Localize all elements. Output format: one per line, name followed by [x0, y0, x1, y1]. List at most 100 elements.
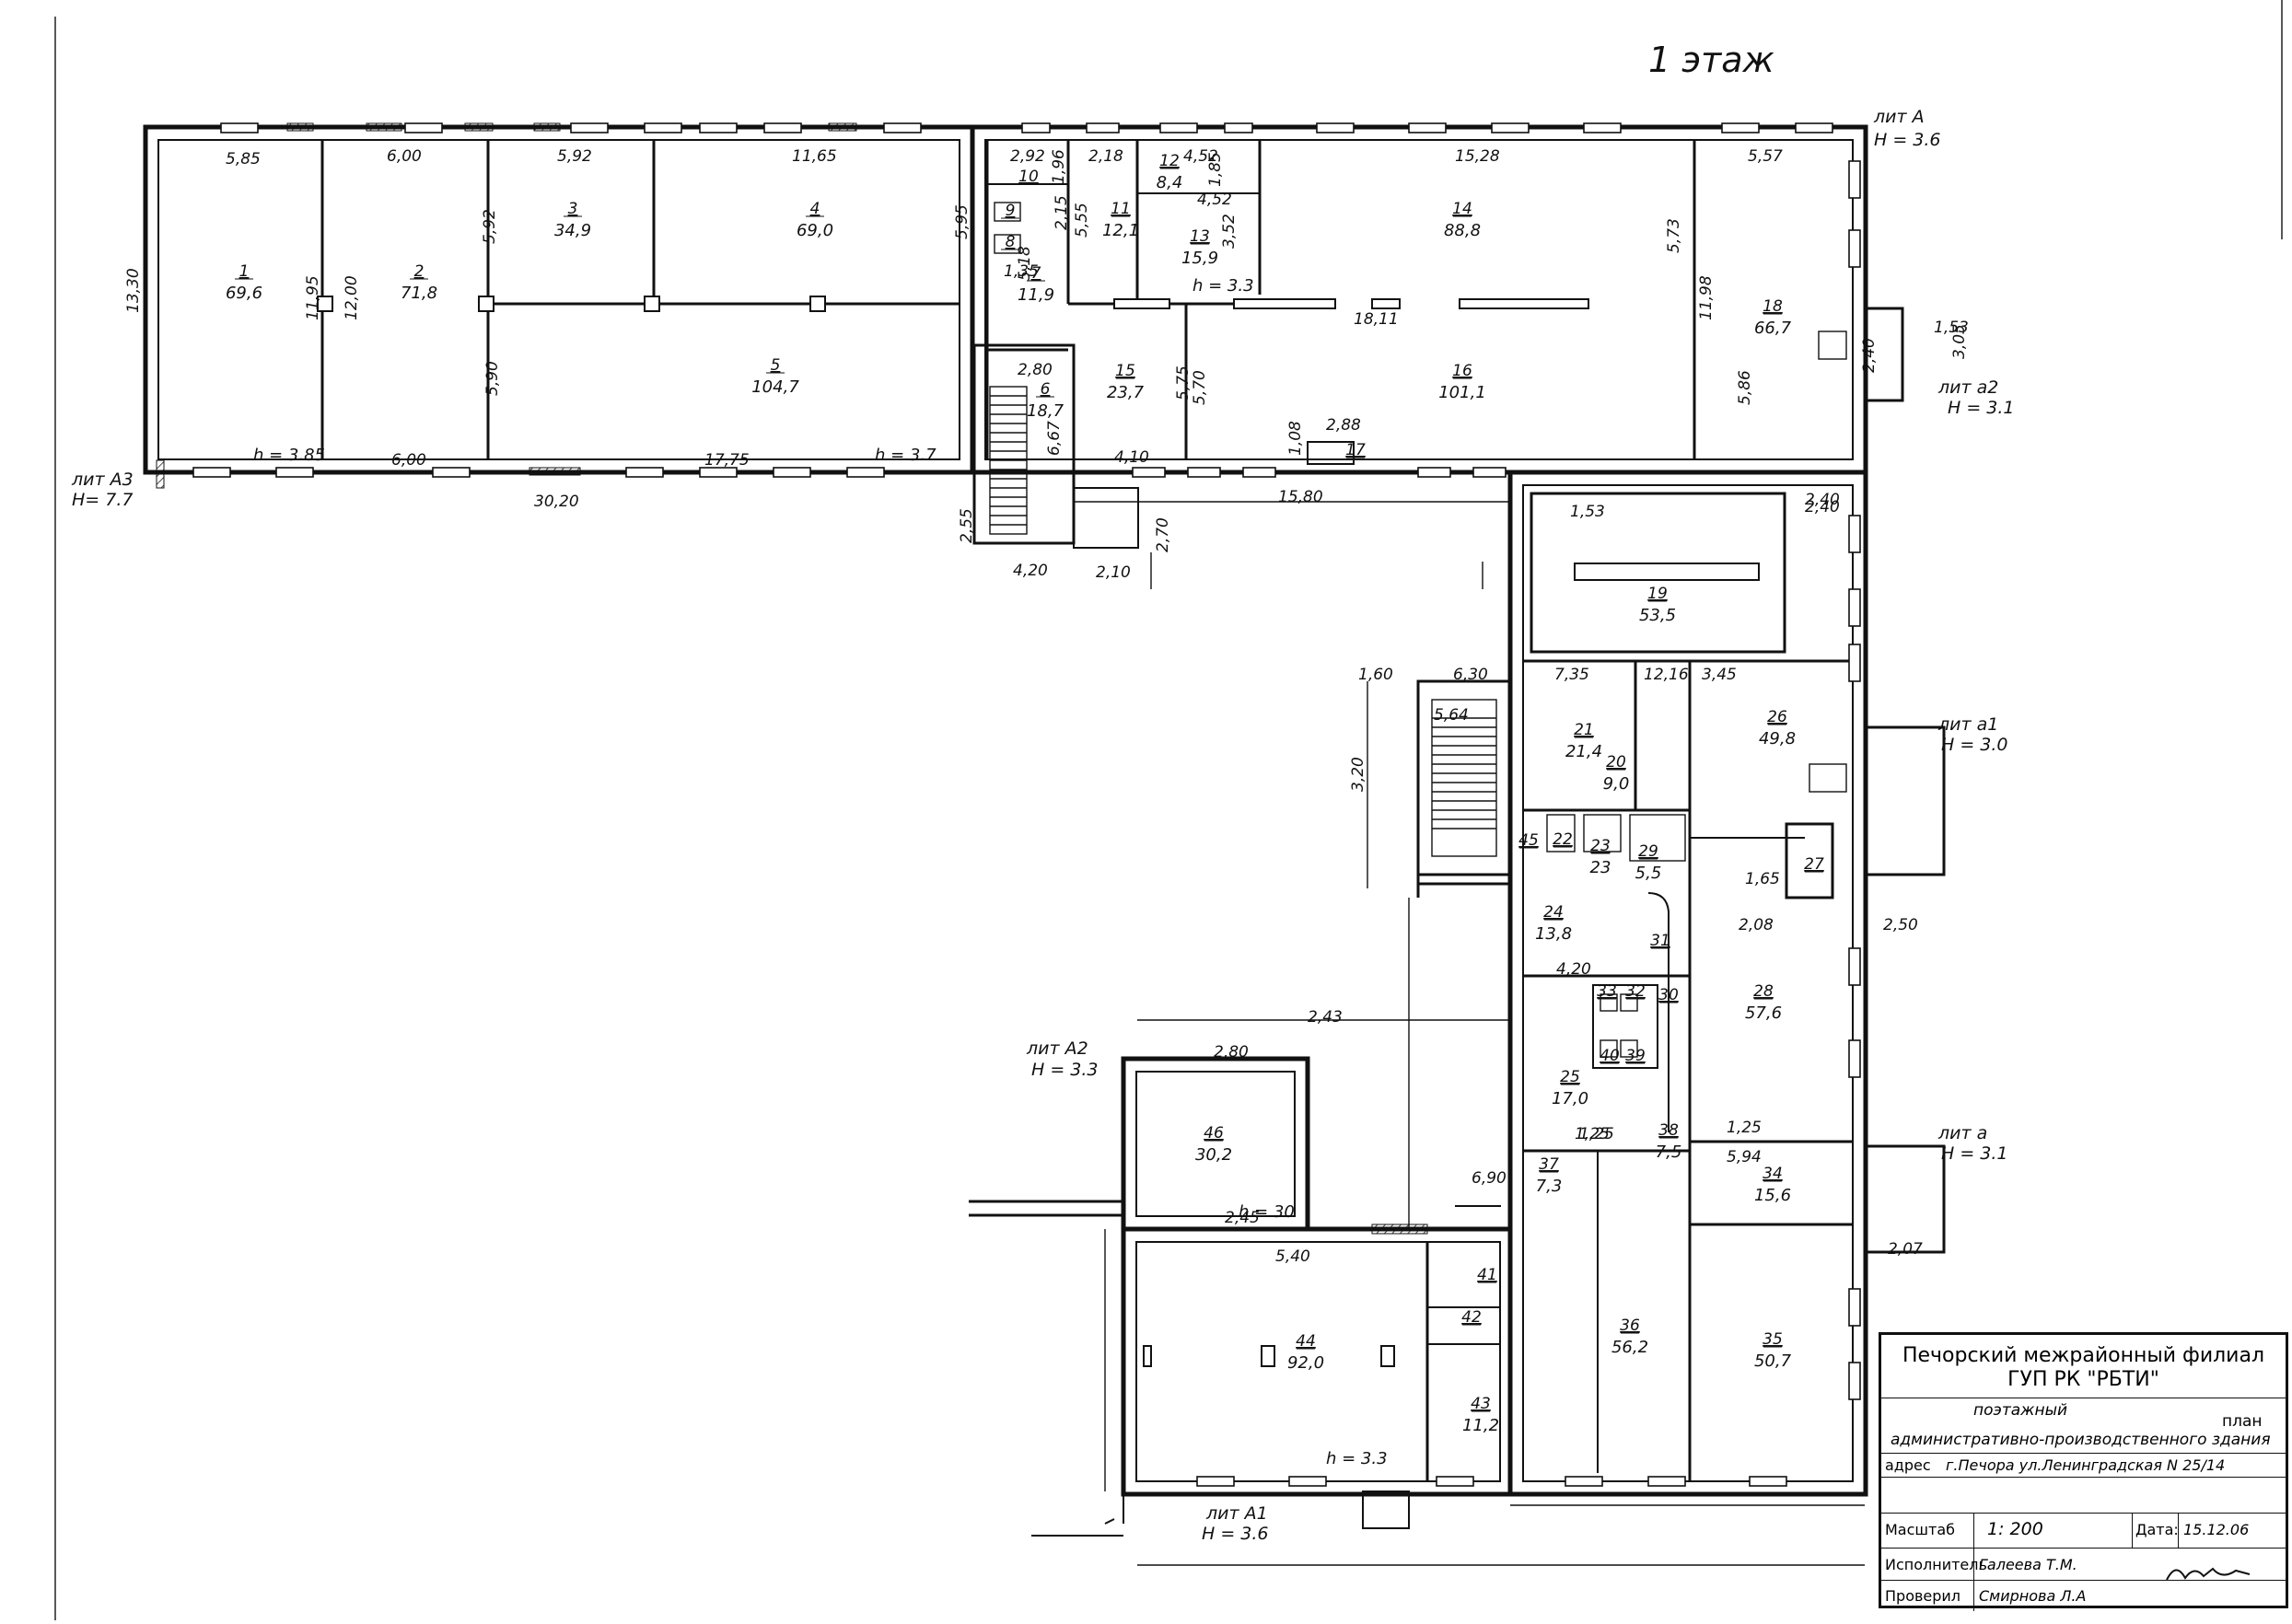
dimension-labels: 5,85 6,00 5,92 11,65 2,92 2,18 4,52 15,2…: [124, 147, 1969, 1266]
date-label: Дата:: [2135, 1521, 2179, 1538]
room-area: 11,2: [1462, 1416, 1499, 1435]
svg-text:H= 7.7: H= 7.7: [72, 490, 133, 510]
lit-labels: лит А H = 3.6 лит А3 H= 7.7 лит а2 H = 3…: [71, 107, 2015, 1544]
floor-title: 1 этаж: [1648, 40, 1774, 80]
svg-text:5,57: 5,57: [1748, 147, 1783, 166]
dimension-label: 11,98: [1697, 275, 1716, 320]
svg-text:1,60: 1,60: [1358, 666, 1393, 684]
date-value: 15.12.06: [2183, 1521, 2250, 1538]
room-number: 29: [1638, 842, 1658, 861]
dimension-label: 5,70: [1191, 370, 1209, 405]
room-number: 1: [239, 262, 250, 281]
room-number: 35: [1763, 1330, 1783, 1349]
signature: [2166, 1567, 2251, 1581]
checked-value: Смирнова Л.А: [1979, 1587, 2087, 1605]
room-area: 12,1: [1102, 221, 1139, 240]
svg-text:1,08: 1,08: [1286, 421, 1305, 456]
dimension-label: 4,52: [1197, 191, 1232, 209]
room-area: 5,5: [1635, 864, 1662, 883]
room-number: 2: [414, 262, 425, 281]
dimension-label: 2,55: [958, 508, 976, 543]
address-label: адрес: [1885, 1456, 1931, 1474]
room-number: 44: [1296, 1332, 1316, 1351]
room-area: 23,7: [1107, 383, 1145, 402]
room-area: 8,4: [1157, 173, 1183, 192]
room-number: 39: [1625, 1047, 1646, 1065]
dimension-label: 6,67: [1045, 421, 1064, 456]
room-number: 21: [1574, 721, 1594, 739]
svg-text:H = 3.0: H = 3.0: [1941, 735, 2008, 755]
room-number: 6: [1041, 380, 1051, 399]
svg-text:4,52: 4,52: [1183, 147, 1218, 166]
svg-text:2,43: 2,43: [1308, 1008, 1343, 1027]
dimension-label: 1,53: [1934, 319, 1969, 337]
room-number: 23: [1590, 837, 1611, 855]
svg-text:1,25: 1,25: [1575, 1125, 1610, 1143]
checked-label: Проверил: [1885, 1587, 1961, 1605]
dimension-label: 2,80: [1018, 361, 1053, 379]
room-number: 13: [1190, 227, 1210, 246]
room-area: 69,6: [226, 284, 262, 303]
svg-text:1,65: 1,65: [1745, 870, 1780, 888]
svg-text:5,94: 5,94: [1727, 1148, 1762, 1166]
svg-text:7,35: 7,35: [1554, 666, 1589, 684]
svg-text:15,80: 15,80: [1278, 488, 1323, 506]
room-number: 27: [1804, 855, 1824, 874]
svg-text:лит а2: лит а2: [1937, 377, 1998, 398]
room-number: 19: [1647, 585, 1668, 603]
room-number: 12: [1159, 152, 1180, 170]
organization: Печорский межрайонный филиал ГУП РК "РБТ…: [1881, 1344, 2286, 1392]
room-area: 50,7: [1754, 1351, 1792, 1371]
svg-text:H = 3.1: H = 3.1: [1941, 1143, 2008, 1164]
room-area: 30,2: [1195, 1145, 1232, 1165]
room-area: 69,0: [797, 221, 833, 240]
svg-text:2,92: 2,92: [1010, 147, 1045, 166]
room-number: 18: [1763, 297, 1783, 316]
scale-label: Масштаб: [1885, 1521, 1956, 1538]
dimension-label: 4,20: [1013, 562, 1048, 580]
dimension-lines: [1074, 501, 1865, 1566]
svg-text:5,40: 5,40: [1275, 1247, 1310, 1266]
svg-text:лит а: лит а: [1937, 1123, 1987, 1143]
svg-text:4,10: 4,10: [1114, 448, 1149, 467]
title-block: Печорский межрайонный филиал ГУП РК "РБТ…: [1879, 1332, 2288, 1611]
dimension-label: 5,73: [1665, 218, 1683, 253]
room-area: 7,5: [1656, 1143, 1682, 1162]
svg-text:5,64: 5,64: [1434, 706, 1469, 725]
plan-word2: план: [2222, 1412, 2263, 1431]
svg-text:15,28: 15,28: [1455, 147, 1500, 166]
room-number: 7: [1031, 264, 1041, 283]
svg-text:6,90: 6,90: [1472, 1169, 1507, 1188]
room-area: 92,0: [1287, 1353, 1324, 1373]
room-number: 28: [1753, 982, 1774, 1001]
room-number: 32: [1625, 982, 1646, 1001]
svg-text:1,53: 1,53: [1570, 503, 1605, 521]
room-number: 24: [1543, 903, 1564, 922]
dimension-label: 5,90: [483, 361, 502, 396]
svg-text:2,07: 2,07: [1888, 1240, 1923, 1259]
room-number: 20: [1606, 753, 1626, 771]
room-number: 25: [1560, 1068, 1580, 1086]
room-number: 17: [1345, 441, 1366, 459]
room-area: 13,8: [1535, 924, 1572, 944]
svg-text:h = 3.3: h = 3.3: [1193, 276, 1254, 296]
room-area: 7,3: [1536, 1177, 1563, 1196]
room-number: 30: [1658, 986, 1679, 1004]
room-area: 9,0: [1603, 774, 1630, 794]
dimension-label: 1,85: [1206, 152, 1225, 187]
room-area: 101,1: [1438, 383, 1486, 402]
svg-text:лит А2: лит А2: [1026, 1038, 1088, 1059]
svg-text:лит А3: лит А3: [71, 470, 134, 490]
room-area: 49,8: [1759, 729, 1796, 748]
svg-text:17,75: 17,75: [704, 451, 750, 470]
dimension-label: 1,96: [1050, 149, 1068, 184]
wing-north: [143, 122, 1868, 549]
svg-text:h = 30: h = 30: [1239, 1202, 1295, 1222]
room-number: 14: [1452, 200, 1472, 218]
room-area: 66,7: [1754, 319, 1792, 338]
room-area: 18,7: [1027, 401, 1065, 421]
room-number: 31: [1650, 932, 1670, 950]
room-number: 46: [1204, 1124, 1224, 1143]
dimension-label: 5,86: [1736, 370, 1754, 405]
